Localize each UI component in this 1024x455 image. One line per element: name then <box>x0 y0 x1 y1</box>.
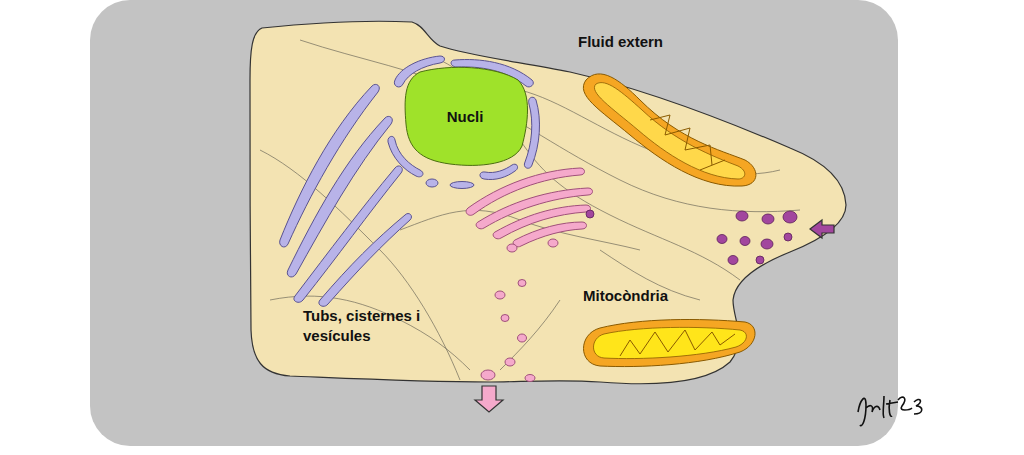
endoplasmic-reticulum <box>280 56 540 306</box>
mitochondrion-bottom <box>584 320 756 367</box>
external-fluid <box>90 0 898 446</box>
part-label: Tubs, cisternes i vesícules <box>303 306 433 346</box>
part-label: Fluid extern <box>578 32 718 52</box>
mitochondrion-top <box>583 74 756 186</box>
signature <box>858 396 922 426</box>
part-label: Mitocòndria <box>583 286 723 306</box>
organelle-name: Nucli <box>447 108 484 125</box>
nucleus: Nucli <box>400 64 530 168</box>
exocytosis-arrow <box>475 386 503 412</box>
endocytosis-arrow <box>810 220 834 238</box>
cytoskeleton <box>260 40 800 380</box>
endocytic-vesicles <box>586 210 797 265</box>
cell-body <box>250 21 846 384</box>
golgi-apparatus <box>466 168 592 382</box>
